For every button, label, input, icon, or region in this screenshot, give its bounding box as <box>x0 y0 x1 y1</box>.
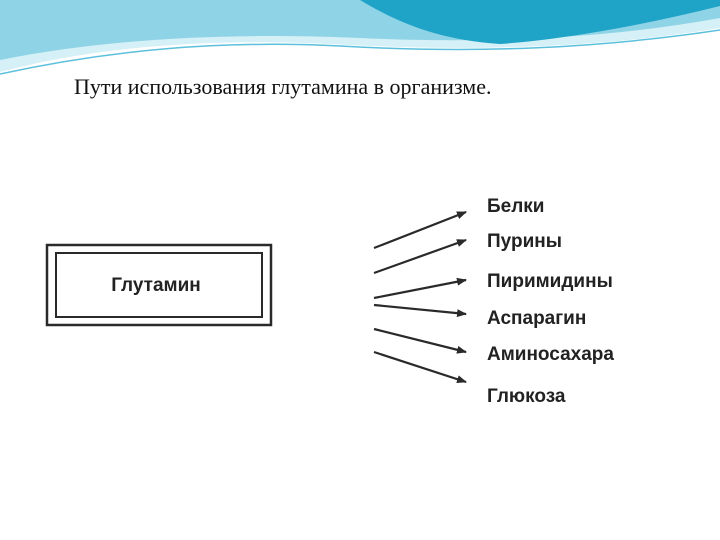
target-label-pirimidiny: Пиримидины <box>487 271 613 292</box>
arrow-to-aminosahara <box>373 327 467 354</box>
target-label-asparagin: Аспарагин <box>487 308 586 329</box>
target-label-glyukoza: Глюкоза <box>487 386 566 407</box>
arrow-to-asparagin <box>373 303 467 318</box>
target-label-aminosahara: Аминосахара <box>487 344 614 365</box>
target-label-belki: Белки <box>487 196 544 217</box>
source-box-outer-border <box>45 243 273 327</box>
target-label-puriny: Пурины <box>487 231 562 252</box>
source-label: Глутамин <box>111 275 201 296</box>
header-wave-decoration <box>0 0 720 75</box>
arrow-to-pirimidiny <box>373 277 467 300</box>
source-box: Глутамин <box>45 243 273 327</box>
wave-line <box>0 29 720 75</box>
target-labels: Белки Пурины Пиримидины Аспарагин Аминос… <box>487 196 614 407</box>
source-box-inner-border <box>55 252 263 318</box>
arrow-to-puriny <box>373 238 467 275</box>
slide-title: Пути использования глутамина в организме… <box>74 74 492 99</box>
arrows <box>373 210 467 384</box>
arrow-to-glyukoza <box>373 350 467 384</box>
arrow-to-belki <box>373 210 467 250</box>
wave-dark-band <box>150 0 720 44</box>
